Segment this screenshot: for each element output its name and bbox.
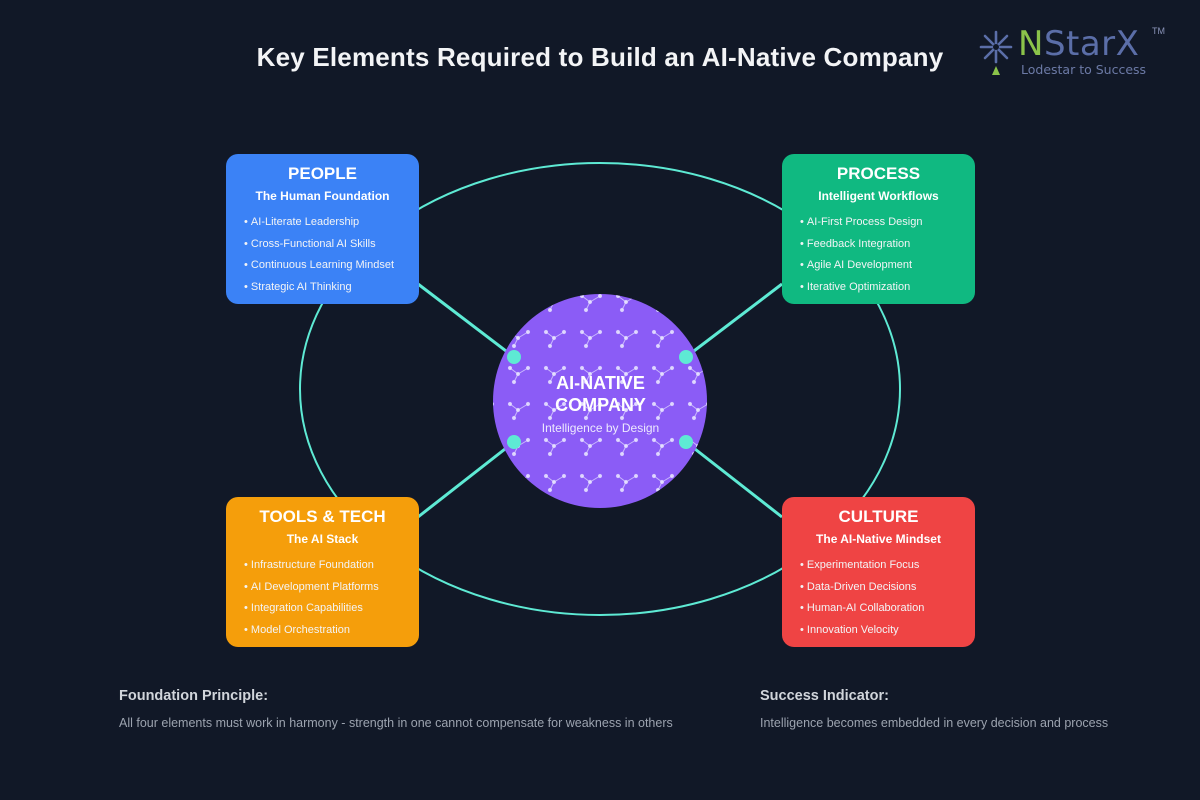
logo-trademark: TM [1152, 26, 1165, 36]
center-title-line1: AI-NATIVE [556, 373, 645, 393]
card-people: PEOPLE The Human Foundation AI-Literate … [226, 154, 419, 304]
card-subtitle: Intelligent Workflows [818, 189, 939, 203]
foundation-principle-heading: Foundation Principle: [119, 688, 269, 704]
connector-nodes [507, 350, 693, 449]
list-item: AI-First Process Design [800, 212, 963, 234]
connector-tools [417, 440, 515, 519]
center-title-line2: COMPANY [555, 395, 646, 415]
list-item: Strategic AI Thinking [244, 277, 407, 299]
list-item: Infrastructure Foundation [244, 555, 407, 577]
success-indicator-heading: Success Indicator: [760, 688, 889, 704]
logo-name-rest: StarX [1043, 24, 1140, 64]
card-title: CULTURE [838, 507, 919, 526]
center-title: AI-NATIVE COMPANY [493, 372, 708, 416]
node-people [507, 350, 521, 364]
foundation-principle-text: All four elements must work in harmony -… [119, 716, 673, 730]
card-culture: CULTURE The AI-Native Mindset Experiment… [782, 497, 975, 647]
list-item: Data-Driven Decisions [800, 577, 963, 599]
card-tools-tech: TOOLS & TECH The AI Stack Infrastructure… [226, 497, 419, 647]
logo-name-first: N [1018, 24, 1044, 64]
connector-process [685, 282, 783, 359]
star-burst-icon [979, 30, 1013, 75]
card-title: PEOPLE [288, 164, 357, 183]
connector-culture [685, 440, 783, 519]
center-subtitle: Intelligence by Design [541, 421, 660, 435]
card-process: PROCESS Intelligent Workflows AI-First P… [782, 154, 975, 304]
card-list: Infrastructure Foundation AI Development… [238, 555, 407, 641]
logo-tagline: Lodestar to Success [1021, 62, 1147, 77]
node-culture [679, 435, 693, 449]
list-item: Human-AI Collaboration [800, 598, 963, 620]
center-network-pattern [493, 294, 707, 508]
list-item: Model Orchestration [244, 620, 407, 642]
node-tools [507, 435, 521, 449]
card-title: TOOLS & TECH [259, 507, 386, 526]
nstarx-logo: NStarX TM Lodestar to Success [978, 24, 1178, 80]
list-item: Agile AI Development [800, 255, 963, 277]
card-subtitle: The AI-Native Mindset [816, 532, 941, 546]
success-indicator-text: Intelligence becomes embedded in every d… [760, 716, 1109, 730]
node-process [679, 350, 693, 364]
list-item: AI Development Platforms [244, 577, 407, 599]
list-item: AI-Literate Leadership [244, 212, 407, 234]
list-item: Innovation Velocity [800, 620, 963, 642]
list-item: Cross-Functional AI Skills [244, 234, 407, 256]
card-list: AI-First Process Design Feedback Integra… [794, 212, 963, 298]
list-item: Continuous Learning Mindset [244, 255, 407, 277]
list-item: Experimentation Focus [800, 555, 963, 577]
card-list: AI-Literate Leadership Cross-Functional … [238, 212, 407, 298]
list-item: Integration Capabilities [244, 598, 407, 620]
orbit-ring [299, 162, 901, 616]
card-title: PROCESS [836, 164, 921, 183]
logo-wordmark: NStarX [1018, 24, 1139, 64]
list-item: Feedback Integration [800, 234, 963, 256]
connector-people [417, 282, 515, 359]
card-subtitle: The AI Stack [286, 532, 359, 546]
card-list: Experimentation Focus Data-Driven Decisi… [794, 555, 963, 641]
page-title: Key Elements Required to Build an AI-Nat… [256, 42, 944, 72]
list-item: Iterative Optimization [800, 277, 963, 299]
connector-lines [417, 282, 783, 519]
card-subtitle: The Human Foundation [255, 189, 390, 203]
